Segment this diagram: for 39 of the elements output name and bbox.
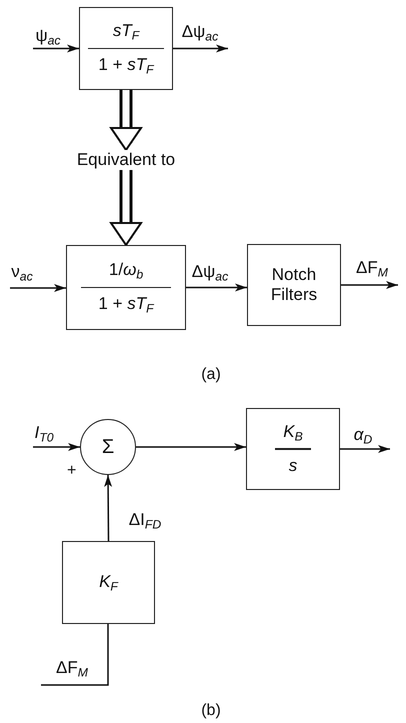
edge-label: ψ$_{ac}$	[35, 26, 61, 46]
arrow	[173, 44, 228, 52]
edge-label: Δψ$_{ac}$	[192, 262, 228, 282]
arrow	[341, 281, 398, 289]
hollow-arrow	[110, 168, 142, 246]
signal-line	[41, 624, 109, 686]
process-block	[247, 244, 341, 326]
process-block	[62, 541, 155, 624]
edge-label: ΔF$_{M}$	[356, 258, 388, 278]
edge-label: α$_{D}$	[354, 425, 372, 445]
denominator: 1 + sT$_{F}$	[97, 293, 156, 317]
denominator: s	[288, 454, 298, 477]
hollow-arrow	[110, 88, 142, 151]
block-text: K$_{F}$	[99, 572, 118, 593]
transfer-function-block	[79, 7, 173, 90]
edge-label: ν$_{ac}$	[11, 262, 33, 282]
transfer-function-block	[246, 408, 340, 490]
edge-label: ΔI$_{FD}$	[128, 510, 162, 530]
edge-label: I$_{T0}$	[34, 423, 54, 443]
arrow	[33, 443, 80, 451]
denominator: 1 + sT$_{F}$	[97, 54, 156, 78]
block-text: Notch Filters	[270, 264, 318, 306]
arrow	[186, 284, 247, 292]
numerator: K$_{B}$	[282, 420, 304, 444]
edge-label: Δψ$_{ac}$	[182, 22, 218, 42]
numerator: sT$_{F}$	[112, 20, 141, 44]
arrow	[33, 44, 79, 52]
transfer-function-block	[66, 245, 186, 330]
edge-label: ΔF$_{M}$	[56, 658, 88, 678]
sigma-symbol: Σ	[102, 435, 114, 459]
panel-label: (a)	[201, 366, 221, 384]
sign-label: +	[67, 460, 76, 480]
panel-label: (b)	[201, 702, 221, 720]
arrow	[136, 443, 246, 451]
numerator: 1/ω$_{b}$	[108, 259, 144, 283]
arrow	[340, 445, 390, 453]
arrow	[104, 475, 112, 541]
arrow	[10, 284, 66, 292]
block-text: Equivalent to	[76, 150, 176, 170]
